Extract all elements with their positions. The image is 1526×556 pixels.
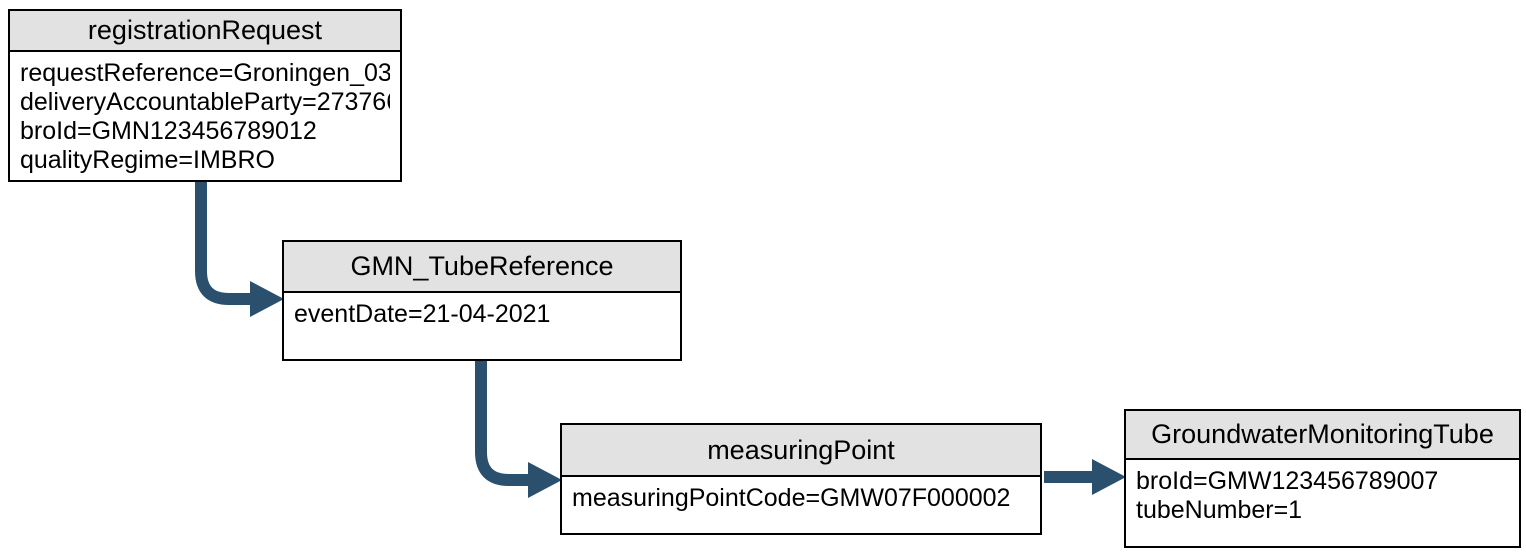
node-groundwater-monitoring-tube: GroundwaterMonitoringTube broId=GMW12345…: [1124, 409, 1521, 548]
node-title: GroundwaterMonitoringTube: [1126, 411, 1519, 460]
attribute-measuring-point-code: measuringPointCode=GMW07F000002: [572, 484, 1011, 512]
node-title: registrationRequest: [10, 11, 400, 52]
connector-measuringPoint-to-GroundwaterMonitoringTube: [1044, 459, 1126, 495]
node-attributes: requestReference=Groningen_03 deliveryAc…: [10, 52, 400, 175]
attribute-event-date: eventDate=21-04-2021: [294, 300, 551, 328]
node-attributes: broId=GMW123456789007 tubeNumber=1: [1126, 460, 1519, 525]
node-gmn-tube-reference: GMN_TubeReference eventDate=21-04-2021: [282, 240, 682, 361]
node-registration-request: registrationRequest requestReference=Gro…: [8, 9, 402, 182]
node-title: measuringPoint: [562, 425, 1040, 477]
arrowhead-icon: [250, 281, 284, 317]
connector-registrationRequest-to-GMN_TubeReference: [195, 181, 284, 317]
attribute-bro-id: broId=GMW123456789007: [1136, 467, 1439, 495]
attribute-quality-regime: qualityRegime=IMBRO: [20, 146, 275, 174]
connector-line: [475, 360, 530, 486]
node-measuring-point: measuringPoint measuringPointCode=GMW07F…: [560, 423, 1042, 535]
connector-GMN_TubeReference-to-measuringPoint: [475, 360, 562, 498]
attribute-delivery-accountable-party: deliveryAccountableParty=27376655: [20, 88, 390, 116]
attribute-bro-id: broId=GMN123456789012: [20, 117, 317, 145]
node-attributes: measuringPointCode=GMW07F000002: [562, 477, 1040, 513]
connector-line: [195, 181, 252, 305]
arrowhead-icon: [1092, 459, 1126, 495]
attribute-tube-number: tubeNumber=1: [1136, 496, 1303, 524]
arrowhead-icon: [528, 462, 562, 498]
node-attributes: eventDate=21-04-2021: [284, 293, 680, 329]
node-title: GMN_TubeReference: [284, 242, 680, 293]
attribute-request-reference: requestReference=Groningen_03: [20, 59, 390, 87]
